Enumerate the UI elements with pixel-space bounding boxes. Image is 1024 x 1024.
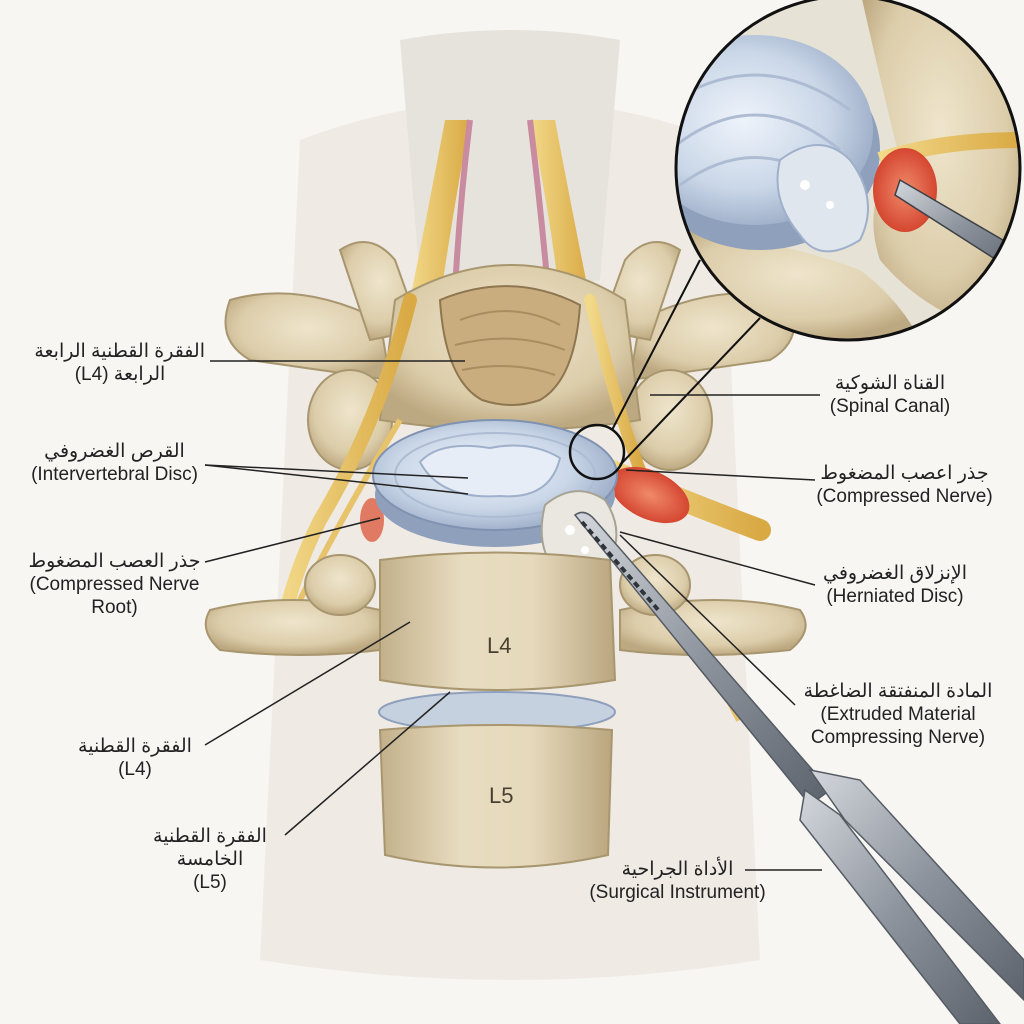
lower-facet-left [304, 554, 376, 616]
instrument-handle-a [808, 768, 1024, 1002]
zoom-instrument-tip [894, 178, 1020, 277]
label-compressed-nerve-root: جذر العصب المضغوط (Compressed Nerve Root… [22, 550, 207, 619]
leader-intervertebral-disc-b [204, 464, 469, 479]
label-ar: الأداة الجراحية [621, 859, 734, 880]
label-en: (Spinal Canal) [829, 396, 951, 417]
label-l5-vertebra: الفقرة القطنية الخامسة (L5) [145, 825, 275, 894]
label-en: (Compressed Nerve) [816, 486, 993, 507]
label-ar: المادة المنفتقة الضاغطة [803, 681, 993, 702]
herniation-dot-2 [581, 546, 589, 554]
nerve-column-left [410, 120, 470, 300]
label-herniated-disc: الإنزلاق الغضروفي (Herniated Disc) [815, 562, 975, 608]
leader-compressed-root [204, 517, 381, 563]
label-en: (L5) [193, 872, 227, 893]
label-en: (Herniated Disc) [826, 586, 964, 607]
leader-extruded [619, 534, 796, 706]
label-ar: الإنزلاق الغضروفي [822, 563, 968, 584]
label-intervertebral-disc: القرص الغضروفي (Intervertebral Disc) [22, 440, 207, 486]
label-en: (Surgical Instrument) [589, 882, 766, 903]
nerve-root-left [273, 293, 417, 647]
leader-herniated-disc [619, 531, 816, 586]
label-en-2: Root) [91, 597, 138, 618]
herniation-dot-1 [565, 525, 575, 535]
label-compressed-nerve: جذر اعصب المضغوط (Compressed Nerve) [812, 462, 997, 508]
nerve-root-right [584, 294, 646, 476]
label-ar-2: الرابعة (L4) [74, 364, 166, 385]
label-ar: القناة الشوكية [834, 373, 946, 394]
vertebra-mark-l5: L5 [489, 783, 514, 808]
vertebra-mark-l4: L4 [487, 633, 512, 658]
label-en-2: Compressing Nerve) [810, 727, 986, 748]
vessel-left [452, 119, 473, 291]
label-spinal-canal: القناة الشوكية (Spinal Canal) [815, 372, 965, 418]
leader-compressed-nerve [625, 469, 816, 481]
label-ar-2: الخامسة [176, 849, 244, 870]
leader-l5 [284, 691, 451, 836]
label-ar: جذر اعصب المضغوط [820, 463, 989, 484]
instrument-handle-b [799, 788, 1001, 1024]
label-ar: الفقرة القطنية الرابعة [34, 341, 205, 362]
zoom-inset [676, 0, 1020, 340]
label-surgical-instrument: الأداة الجراحية (Surgical Instrument) [580, 858, 775, 904]
canal-texture [454, 310, 566, 376]
leader-l4 [204, 621, 411, 746]
label-ar: القرص الغضروفي [44, 441, 185, 462]
label-en: (Intervertebral Disc) [31, 464, 198, 485]
callout-source-circle [568, 423, 626, 481]
label-extruded-material: المادة المنفتقة الضاغطة (Extruded Materi… [798, 680, 998, 749]
label-en: (Compressed Nerve [29, 574, 200, 595]
label-l4-vertebra: الفقرة القطنية (L4) [70, 735, 200, 781]
callout-connector-1 [611, 259, 701, 431]
vertebra-body-l4 [379, 551, 617, 691]
label-en: (L4) [118, 759, 152, 780]
zoom-herniation [776, 144, 869, 253]
zoom-bone-right [860, 0, 1020, 340]
vertebra-body-l5 [378, 724, 614, 869]
zoom-inset-border [674, 0, 1022, 342]
inflamed-nerve [610, 466, 690, 524]
callout-connector-2 [619, 317, 761, 466]
label-ar: الفقرة القطنية [78, 736, 192, 757]
leader-intervertebral-disc-a [204, 464, 469, 495]
label-l4-vertebra-top: الفقرة القطنية الرابعة الرابعة (L4) [34, 340, 205, 386]
label-en: (Extruded Material [820, 704, 976, 725]
nerve-column-right [530, 120, 590, 300]
label-ar: جذر العصب المضغوط [28, 551, 201, 572]
label-ar: الفقرة القطنية [153, 826, 267, 847]
